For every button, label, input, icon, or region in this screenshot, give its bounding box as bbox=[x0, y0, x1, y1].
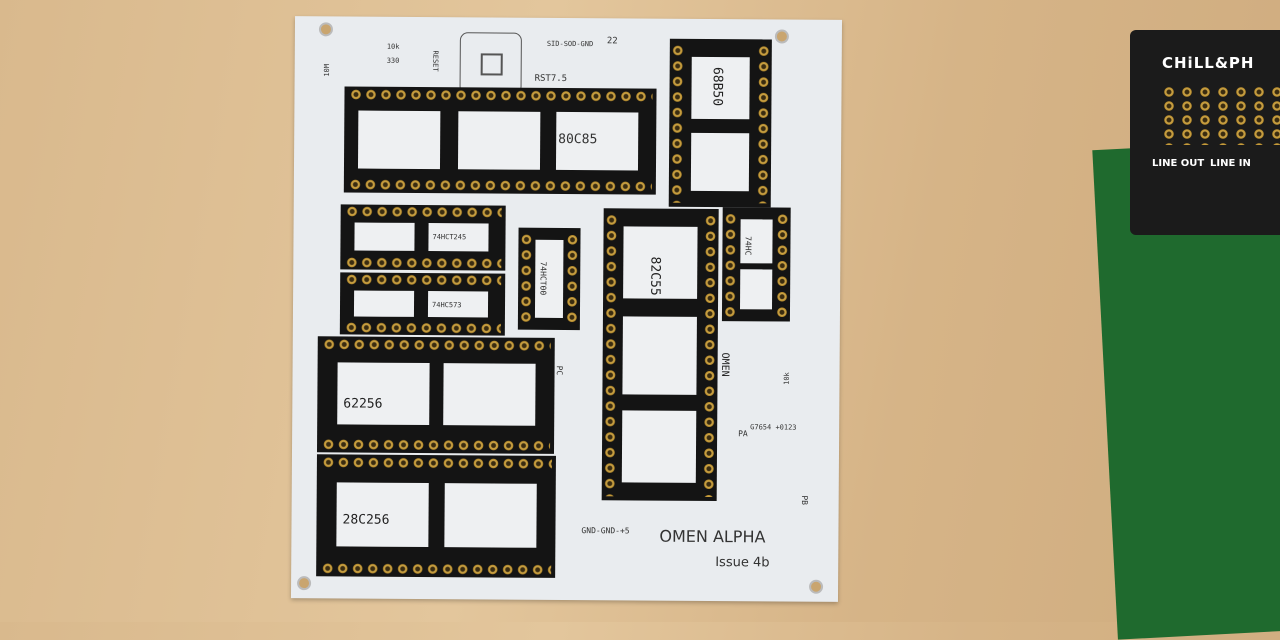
pin-column bbox=[775, 211, 789, 318]
socket-window bbox=[621, 410, 697, 483]
pin-row bbox=[348, 88, 653, 103]
socket-74hc: 74HC bbox=[721, 207, 791, 322]
socket-80c85: 80C85 bbox=[343, 86, 657, 195]
socket-window bbox=[457, 111, 541, 170]
pa-label: PA bbox=[738, 429, 748, 439]
audio-module: CHiLL&PH LINE OUT LINE IN bbox=[1130, 30, 1280, 235]
socket-68b50: 68B50 bbox=[668, 38, 772, 208]
line-out-label: LINE OUT bbox=[1152, 158, 1205, 169]
resistor-label: 10k bbox=[782, 372, 791, 385]
chip-label: 62256 bbox=[343, 396, 383, 412]
pa-bits-label: G7654 +0123 bbox=[750, 423, 797, 432]
pin-row bbox=[320, 562, 552, 576]
pin-column bbox=[565, 231, 579, 327]
capacitor-label: 10M bbox=[322, 63, 332, 77]
mount-hole bbox=[318, 22, 333, 37]
c22-label: 22 bbox=[606, 36, 618, 47]
socket-window bbox=[357, 110, 441, 170]
power-header-label: GND-GND-+5 bbox=[581, 526, 630, 536]
sid-sod-label: SID-SOD-GND bbox=[546, 39, 594, 49]
pin-row bbox=[344, 256, 502, 270]
pin-column bbox=[756, 43, 770, 204]
socket-74hct00: 74HCT00 bbox=[517, 227, 581, 331]
pin-row bbox=[344, 273, 502, 287]
rst75-label: RST7.5 bbox=[534, 73, 568, 84]
pin-row bbox=[347, 178, 652, 193]
socket-window bbox=[443, 363, 536, 426]
reset-label: RESET bbox=[431, 50, 440, 72]
module-name: CHiLL&PH bbox=[1162, 54, 1255, 72]
pb-label: PB bbox=[799, 495, 810, 506]
pin-column bbox=[702, 212, 717, 498]
pcb-board: 10k 330 10M RESET SID-SOD-GND 22 RST7.5 … bbox=[290, 16, 843, 602]
mount-hole bbox=[774, 29, 789, 44]
socket-62256: 62256 bbox=[316, 336, 555, 454]
mount-hole bbox=[297, 576, 312, 591]
header-pins bbox=[1160, 85, 1280, 145]
pc-label: PC bbox=[554, 365, 564, 376]
pin-column bbox=[603, 212, 618, 497]
chip-label: 28C256 bbox=[342, 512, 390, 528]
socket-window bbox=[444, 483, 537, 548]
socket-74hct245: 74HCT245 bbox=[340, 204, 506, 271]
chip-label: 82C55 bbox=[647, 256, 663, 296]
board-issue: Issue 4b bbox=[715, 555, 770, 571]
button-cap bbox=[480, 53, 503, 76]
board-title: OMEN ALPHA bbox=[659, 526, 766, 547]
pin-row bbox=[343, 321, 501, 335]
reset-button[interactable] bbox=[459, 32, 522, 95]
line-in-label: LINE IN bbox=[1210, 158, 1251, 169]
socket-window bbox=[354, 222, 415, 251]
mount-hole bbox=[809, 579, 824, 594]
socket-74hc573: 74HC573 bbox=[339, 272, 506, 336]
pin-row bbox=[321, 338, 551, 352]
pin-row bbox=[321, 438, 551, 452]
chip-label: 74HCT245 bbox=[432, 233, 467, 242]
resistor-label: 10k bbox=[386, 42, 400, 51]
pin-column bbox=[519, 231, 533, 326]
chip-label: 74HC573 bbox=[431, 301, 462, 310]
socket-window bbox=[690, 132, 750, 192]
socket-window bbox=[337, 362, 430, 426]
pin-row bbox=[344, 205, 502, 219]
socket-window bbox=[740, 269, 773, 310]
pin-column bbox=[670, 42, 684, 203]
chip-label: 74HCT00 bbox=[538, 261, 548, 296]
resistor-label: 330 bbox=[386, 56, 400, 65]
omen-logo: OMEN bbox=[719, 352, 731, 377]
pin-row bbox=[320, 456, 552, 470]
socket-window bbox=[353, 290, 415, 317]
chip-label: 74HC bbox=[743, 236, 753, 256]
chip-label: 80C85 bbox=[558, 131, 598, 148]
socket-28c256: 28C256 bbox=[316, 454, 556, 578]
chip-label: 68B50 bbox=[709, 66, 725, 107]
socket-82c55: 82C55 bbox=[601, 208, 719, 502]
pin-column bbox=[723, 211, 737, 318]
socket-window bbox=[622, 316, 697, 395]
